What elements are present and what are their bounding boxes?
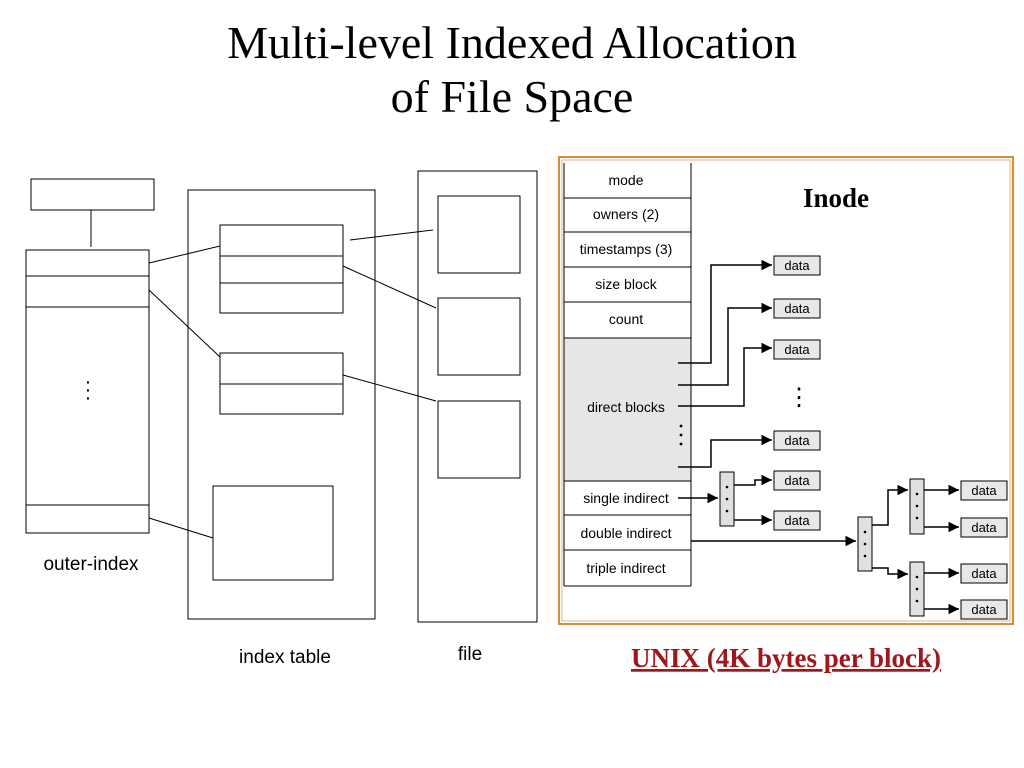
pointer-line [349, 229, 434, 241]
data-block [960, 480, 1008, 501]
file-container [417, 170, 538, 623]
inode-caption: UNIX (4K bytes per block) [631, 643, 941, 673]
outer-index-block [25, 249, 150, 534]
double-indirect-branch-arrow [871, 567, 908, 580]
inode-diagram: Inode mode owners (2) timestamps (3) siz… [558, 156, 1014, 625]
inode-field-size-block: size block [595, 276, 657, 292]
data-block [773, 339, 821, 360]
direct-pointer-arrow [678, 302, 772, 386]
single-indirect-label: single indirect [583, 490, 669, 506]
data-block [773, 255, 821, 276]
file-block [437, 195, 521, 274]
pointer-line [148, 517, 214, 539]
direct-blocks-label: direct blocks [587, 399, 665, 415]
triple-indirect-label: triple indirect [586, 560, 665, 576]
data-block [773, 298, 821, 319]
outer-index-ellipsis: ··· [85, 371, 92, 409]
page-title: Multi-level Indexed Allocation of File S… [0, 16, 1024, 124]
data-block-label: data [971, 520, 997, 535]
data-block-label: data [971, 602, 997, 617]
direct-blocks-ellipsis [679, 424, 683, 446]
index-block [219, 224, 344, 314]
file-label: file [458, 644, 482, 665]
inode-frame-inner [561, 159, 1011, 622]
index-pointer-block [30, 178, 155, 211]
data-block [960, 563, 1008, 584]
data-block-label: data [971, 566, 997, 581]
title-line-2: of File Space [390, 71, 634, 122]
outer-index-label: outer-index [43, 554, 139, 575]
data-block [773, 470, 821, 491]
single-indirect-to-data-arrow [733, 474, 772, 486]
left-diagram [25, 170, 538, 623]
inode-title: Inode [803, 183, 869, 213]
direct-pointer-arrow [678, 434, 772, 468]
data-block-label: data [784, 433, 810, 448]
index-block [212, 485, 334, 581]
index-table-container [187, 189, 376, 620]
data-block-label: data [784, 473, 810, 488]
pointer-line [342, 374, 437, 402]
pointer-line [148, 245, 221, 264]
data-block-label: data [784, 258, 810, 273]
data-block-label: data [784, 342, 810, 357]
pointer-line [342, 265, 437, 309]
data-block [773, 430, 821, 451]
double-indirect-label: double indirect [580, 525, 671, 541]
file-block [437, 297, 521, 376]
data-block [960, 517, 1008, 538]
file-block [437, 400, 521, 479]
pointer-line [148, 289, 221, 358]
double-indirect-branch-arrow [871, 484, 908, 526]
data-blocks-ellipsis: ⋮ [787, 384, 811, 411]
data-block [773, 510, 821, 531]
direct-pointer-arrow [678, 259, 772, 364]
inode-field-owners: owners (2) [593, 206, 659, 222]
data-block-label: data [784, 301, 810, 316]
direct-pointer-arrow [678, 342, 772, 407]
inode-field-mode: mode [608, 172, 643, 188]
inode-field-count: count [609, 311, 643, 327]
data-block-label: data [784, 513, 810, 528]
data-block [960, 599, 1008, 620]
title-line-1: Multi-level Indexed Allocation [227, 17, 797, 68]
data-block-label: data [971, 483, 997, 498]
index-table-label: index table [239, 647, 331, 668]
inode-field-timestamps: timestamps (3) [580, 241, 673, 257]
direct-blocks-region [564, 338, 691, 481]
